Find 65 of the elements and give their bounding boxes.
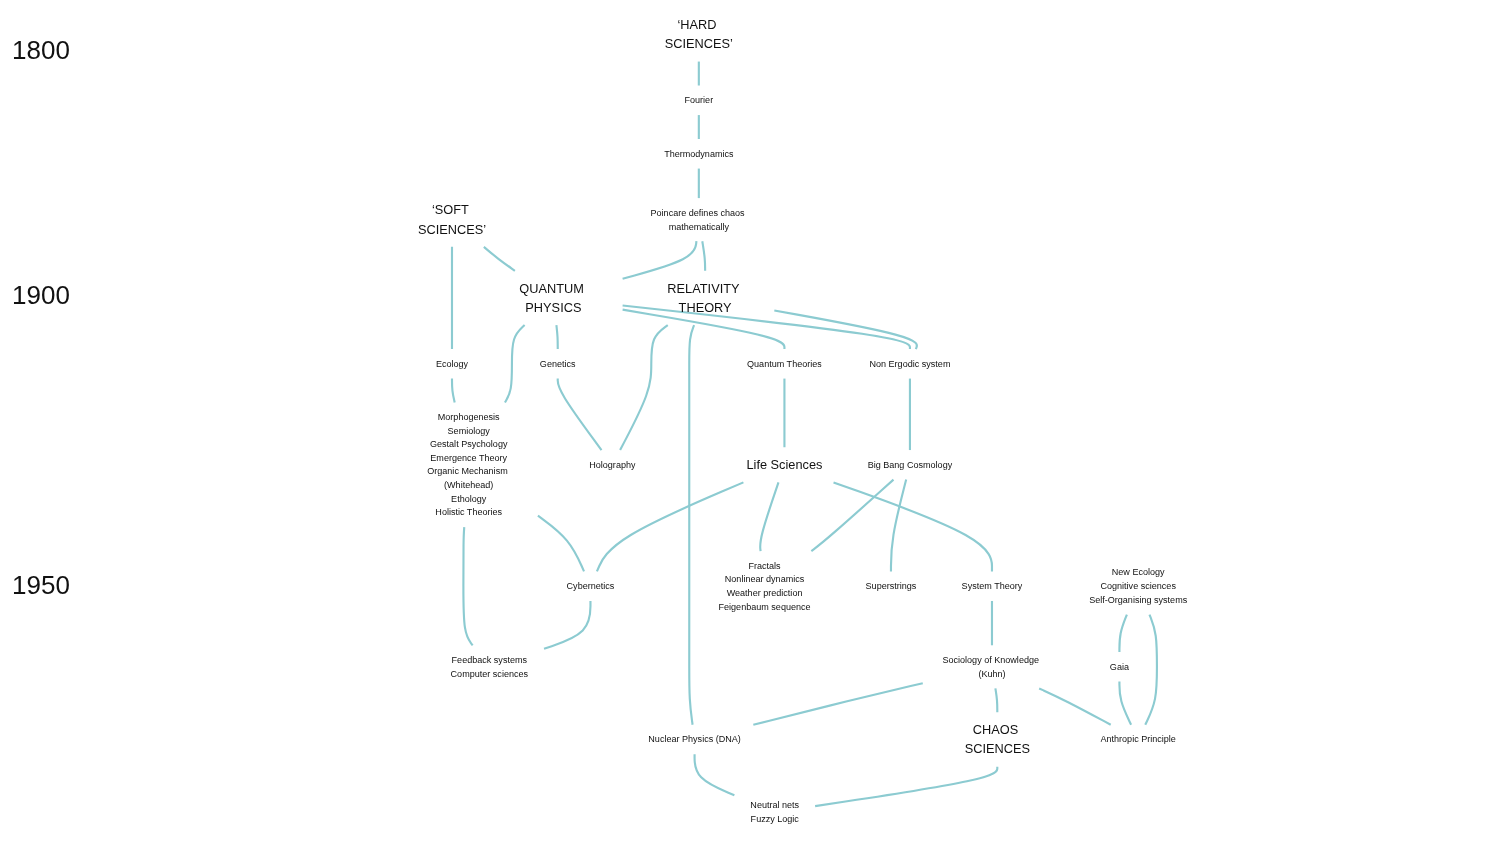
node-text: Neutral nets Fuzzy Logic [750,800,800,824]
node-text: QUANTUM PHYSICS [519,280,584,315]
connector [753,682,923,726]
connector [701,241,707,271]
connector [537,514,585,572]
node-text: Superstrings [865,581,917,592]
connector [450,246,454,350]
node-text: ‘SOFT SCIENCES’ [417,202,487,237]
connector [595,481,744,572]
node-text: Quantum Theories [747,358,822,369]
node-text: Poincare defines chaos mathematically [650,207,745,232]
connector [697,115,700,139]
node-text: Sociology of Knowledge (Kuhn) [942,654,1040,679]
connector [889,479,908,572]
connector [1118,681,1133,726]
node-text: Feedback systems Computer sciences [450,654,529,679]
connector [693,754,735,797]
node-text: New Ecology Cognitive sciences Self-Organising systems [1089,567,1188,605]
connector [697,61,700,86]
connector [622,304,911,350]
connector [543,600,592,650]
node-text: RELATIVITY THEORY [667,280,740,315]
node-text: Anthropic Principle [1100,734,1176,745]
connector [483,246,516,272]
node-text: System Theory [961,581,1023,592]
node-text: CHAOS SCIENCES [964,722,1030,757]
connector [810,478,895,552]
node-text: Holography [589,459,636,470]
node-text: Fractals Nonlinear dynamics Weather prediction Feigenbaum sequence [718,560,811,612]
node-text: Fourier [684,95,714,106]
connector [759,482,780,552]
year-label: 1950 [12,570,70,601]
node-text: ‘HARD SCIENCES’ [664,17,733,51]
connector [688,324,696,725]
connector [622,241,698,280]
connector [697,168,700,199]
year-label: 1900 [12,280,70,311]
connector [994,688,999,713]
node-text: Genetics [539,358,576,369]
node-text: Big Bang Cosmology [867,459,953,470]
connector [990,600,994,646]
node-text: Nuclear Physics (DNA) [648,734,741,745]
connector [774,309,918,350]
connector [462,527,474,646]
connector [450,378,456,403]
node-text: Ecology [435,358,469,369]
connector [504,324,526,404]
node-text: Life Sciences [746,457,823,472]
connector [555,324,559,350]
node-text: Gaia [1109,661,1129,672]
connector [908,378,911,451]
node-text: Morphogenesis Semiology Gestalt Psychology Emergence Theory Organic Mechanism (Whitehead) Ethology Holistic Theories [427,412,508,518]
node-text: Non Ergodic system [869,358,951,369]
connector [622,308,786,350]
connector [1144,614,1158,726]
connector [814,766,999,808]
connector [619,324,669,451]
node-text: Cybernetics [566,581,615,592]
connector [783,378,786,448]
connector [1038,687,1112,726]
year-label: 1800 [12,35,70,66]
node-text: Thermodynamics [664,148,734,159]
connector [556,378,603,451]
connector [1118,614,1128,653]
connector [833,481,994,572]
